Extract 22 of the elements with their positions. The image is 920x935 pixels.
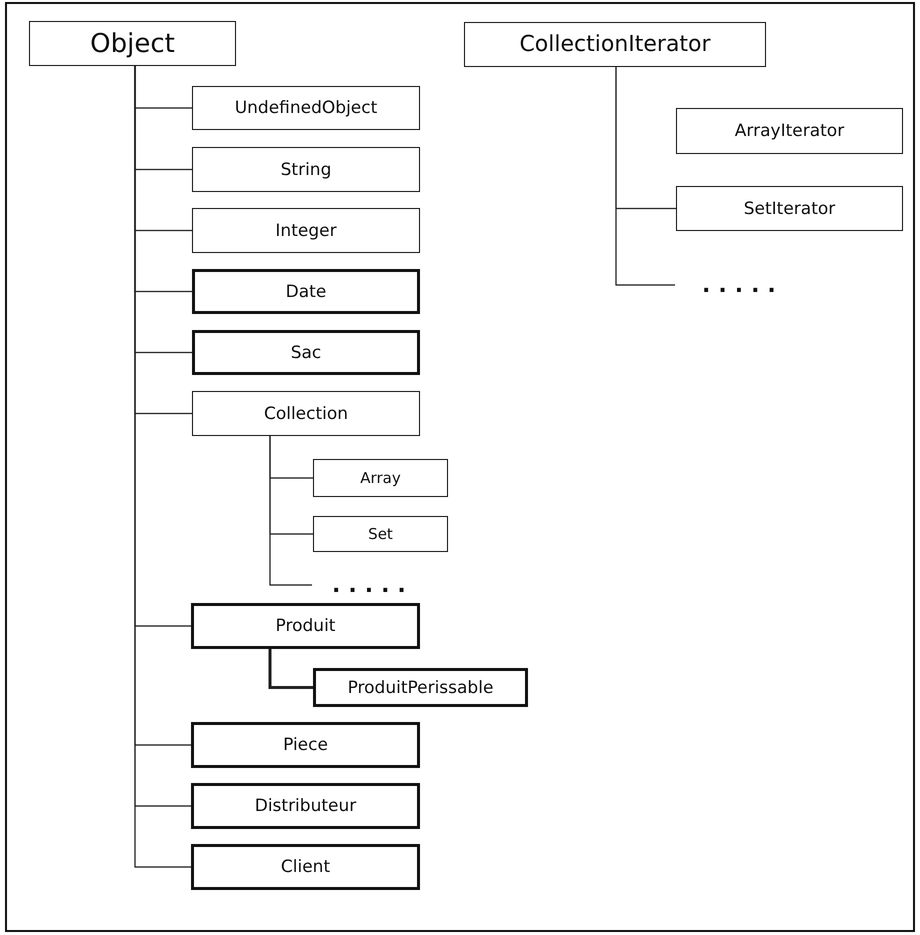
connector-line bbox=[269, 436, 312, 586]
class-box: Date bbox=[192, 269, 420, 314]
class-box: Piece bbox=[191, 722, 420, 768]
class-box: ProduitPerissable bbox=[313, 668, 528, 707]
class-box: Array bbox=[313, 459, 448, 497]
class-box: Distributeur bbox=[191, 783, 420, 829]
class-box: SetIterator bbox=[676, 186, 903, 231]
class-box: String bbox=[192, 147, 420, 192]
class-box: Set bbox=[313, 516, 448, 552]
class-box: Produit bbox=[191, 603, 420, 649]
class-box: Object bbox=[29, 21, 236, 66]
class-box: Collection bbox=[192, 391, 420, 436]
connector-line bbox=[615, 67, 675, 286]
class-box: Integer bbox=[192, 208, 420, 253]
class-box: Client bbox=[191, 844, 420, 890]
connector-line bbox=[268, 649, 313, 689]
ellipsis-text: ..... bbox=[332, 572, 414, 598]
ellipsis-text: ..... bbox=[702, 272, 784, 298]
class-box: ArrayIterator bbox=[676, 108, 903, 154]
class-box: CollectionIterator bbox=[464, 22, 766, 67]
class-box: Sac bbox=[192, 330, 420, 375]
class-box: UndefinedObject bbox=[192, 86, 420, 130]
